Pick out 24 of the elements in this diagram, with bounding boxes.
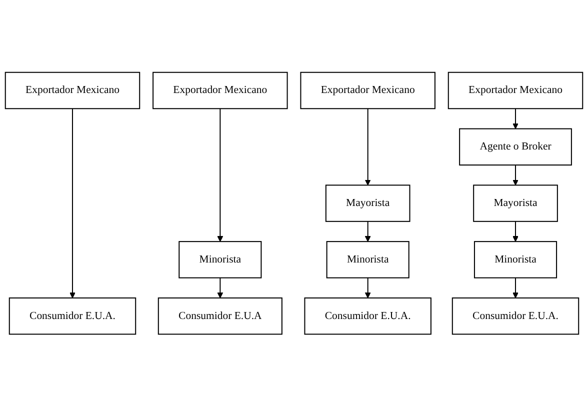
node-box: Exportador Mexicano [300,72,436,109]
node-box: Exportador Mexicano [152,72,288,109]
arrow [512,221,518,242]
node-box: Consumidor E.U.A. [304,297,432,334]
node-box: Agente o Broker [459,128,572,166]
arrow [364,278,371,298]
arrow [364,221,371,242]
node-box: Consumidor E.U.A. [452,297,580,334]
node-box: Exportador Mexicano [448,72,584,109]
arrow [364,108,371,186]
node-box: Mayorista [473,184,558,222]
node-box: Minorista [178,240,262,278]
arrow [217,108,224,242]
node-box: Exportador Mexicano [4,72,140,109]
arrow [512,164,518,186]
node-box: Consumidor E.U.A. [8,297,136,334]
node-box: Mayorista [325,184,410,222]
node-box: Minorista [326,240,410,278]
arrow [512,108,518,129]
arrow [512,278,518,298]
node-box: Minorista [474,240,558,278]
arrow [70,108,76,298]
arrow [217,278,224,298]
node-box: Consumidor E.U.A [158,297,282,334]
